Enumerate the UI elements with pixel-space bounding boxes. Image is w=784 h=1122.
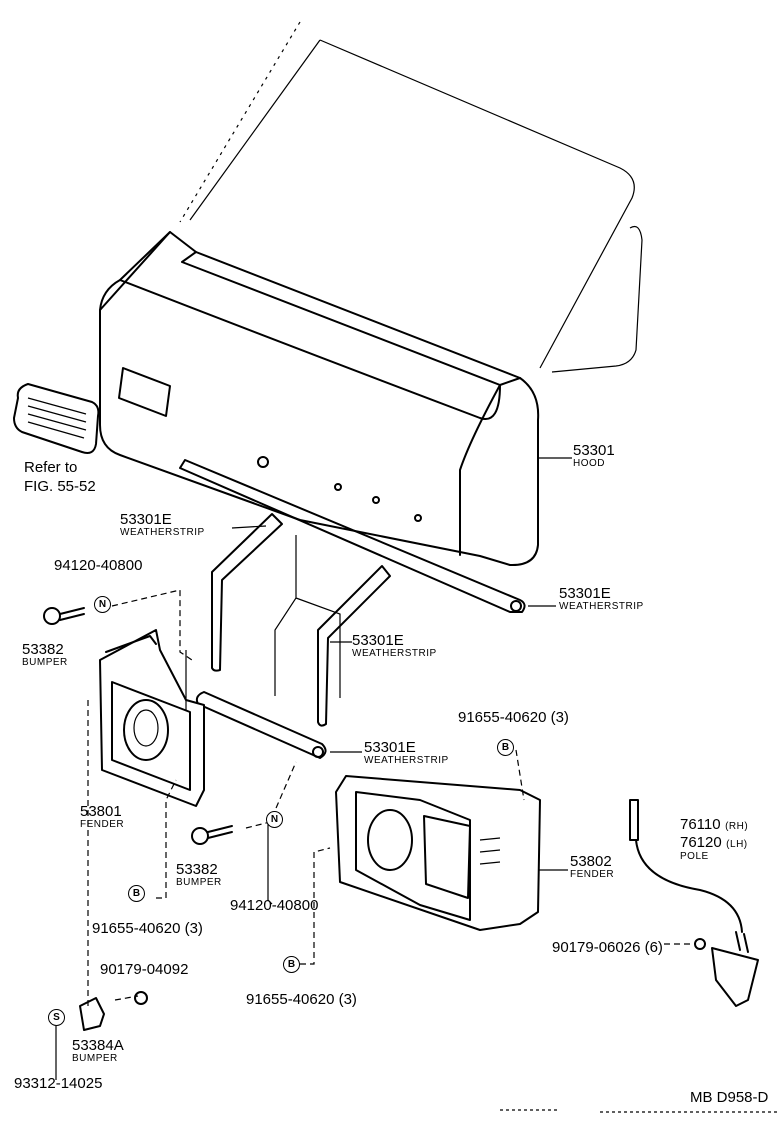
callout-weatherstrip-right-number: 53301E — [559, 585, 611, 602]
grille-vent — [13, 383, 100, 454]
footer-code: MB D958-D — [690, 1089, 769, 1106]
callout-fender-left: 53801 FENDER — [80, 804, 124, 830]
weatherstrip-left-l — [211, 513, 283, 672]
bumper-a-block — [79, 991, 148, 1031]
callout-bumper-a: 53384A BUMPER — [72, 1038, 124, 1064]
callout-pole-tag-lh: (LH) — [726, 839, 748, 850]
callout-weatherstrip-low-name: WEATHERSTRIP — [364, 755, 449, 766]
weatherstrip-lower — [195, 691, 362, 759]
callout-bumper-left-top-name: BUMPER — [22, 657, 68, 668]
bolt-symbol-left: B — [128, 885, 145, 902]
callout-weatherstrip-mid: 53301E WEATHERSTRIP — [352, 633, 437, 659]
callout-nut-small-number: 90179-04092 — [100, 961, 189, 978]
callout-weatherstrip-low: 53301E WEATHERSTRIP — [364, 740, 449, 766]
screw-symbol: S — [48, 1009, 65, 1026]
callout-fender-right-number: 53802 — [570, 853, 612, 870]
callout-weatherstrip-low-number: 53301E — [364, 739, 416, 756]
nut-symbol-top: N — [94, 596, 111, 613]
callout-bumper-left-mid-number: 53382 — [176, 861, 218, 878]
callout-refer-line2: FIG. 55-52 — [24, 478, 96, 495]
callout-pole-number-lh: 76120 — [680, 834, 722, 851]
windshield-glass — [179, 21, 643, 373]
weatherstrip-mid-l — [317, 565, 391, 727]
callout-refer: Refer to FIG. 55-52 — [24, 460, 96, 494]
weatherstrip-long — [179, 459, 556, 613]
antenna-pole — [629, 799, 759, 1007]
leader-center — [274, 535, 341, 698]
leader-lines — [55, 589, 692, 1080]
callout-weatherstrip-right: 53301E WEATHERSTRIP — [559, 586, 644, 612]
callout-weatherstrip-top: 53301E WEATHERSTRIP — [120, 512, 205, 538]
callout-hood: 53301 HOOD — [573, 443, 615, 469]
callout-hood-number: 53301 — [573, 442, 615, 459]
callout-screw-number: 93312-14025 — [14, 1075, 103, 1092]
callout-weatherstrip-right-name: WEATHERSTRIP — [559, 601, 644, 612]
callout-bumper-left-mid: 53382 BUMPER — [176, 862, 222, 888]
bolt-symbol-bottom: B — [283, 956, 300, 973]
bolt-symbol-right-top: B — [497, 739, 514, 756]
callout-weatherstrip-top-number: 53301E — [120, 511, 172, 528]
fender-right — [335, 775, 568, 931]
nut-symbol-mid: N — [266, 811, 283, 828]
callout-fender-right-name: FENDER — [570, 869, 615, 880]
callout-pole-name: POLE — [680, 851, 709, 862]
callout-bumper-left-top-number: 53382 — [22, 641, 64, 658]
callout-nut-pole-number: 90179-06026 (6) — [552, 939, 663, 956]
callout-fender-left-name: FENDER — [80, 819, 125, 830]
callout-fender-left-number: 53801 — [80, 803, 122, 820]
callout-nut-top-number: 94120-40800 — [54, 557, 143, 574]
callout-nut-mid-number: 94120-40800 — [230, 897, 319, 914]
callout-hood-name: HOOD — [573, 458, 605, 469]
callout-bumper-left-top: 53382 BUMPER — [22, 642, 68, 668]
bumper-bolt-left-top — [43, 607, 85, 625]
callout-bolt-right-top-number: 91655-40620 (3) — [458, 709, 569, 726]
callout-weatherstrip-mid-name: WEATHERSTRIP — [352, 648, 437, 659]
callout-pole: 76110 (RH) 76120 (LH) POLE — [680, 817, 748, 862]
fender-left — [99, 629, 205, 807]
callout-bolt-left-number: 91655-40620 (3) — [92, 920, 203, 937]
callout-weatherstrip-mid-number: 53301E — [352, 632, 404, 649]
callout-bolt-bottom-number: 91655-40620 (3) — [246, 991, 357, 1008]
callout-pole-tag-rh: (RH) — [725, 821, 749, 832]
callout-bumper-a-number: 53384A — [72, 1037, 124, 1054]
callout-pole-number-rh: 76110 — [680, 816, 721, 833]
callout-fender-right: 53802 FENDER — [570, 854, 614, 880]
callout-bumper-left-mid-name: BUMPER — [176, 877, 222, 888]
bumper-bolt-left-mid — [191, 825, 233, 845]
callout-bumper-a-name: BUMPER — [72, 1053, 118, 1064]
callout-refer-line1: Refer to — [24, 459, 78, 476]
callout-weatherstrip-top-name: WEATHERSTRIP — [120, 527, 205, 538]
